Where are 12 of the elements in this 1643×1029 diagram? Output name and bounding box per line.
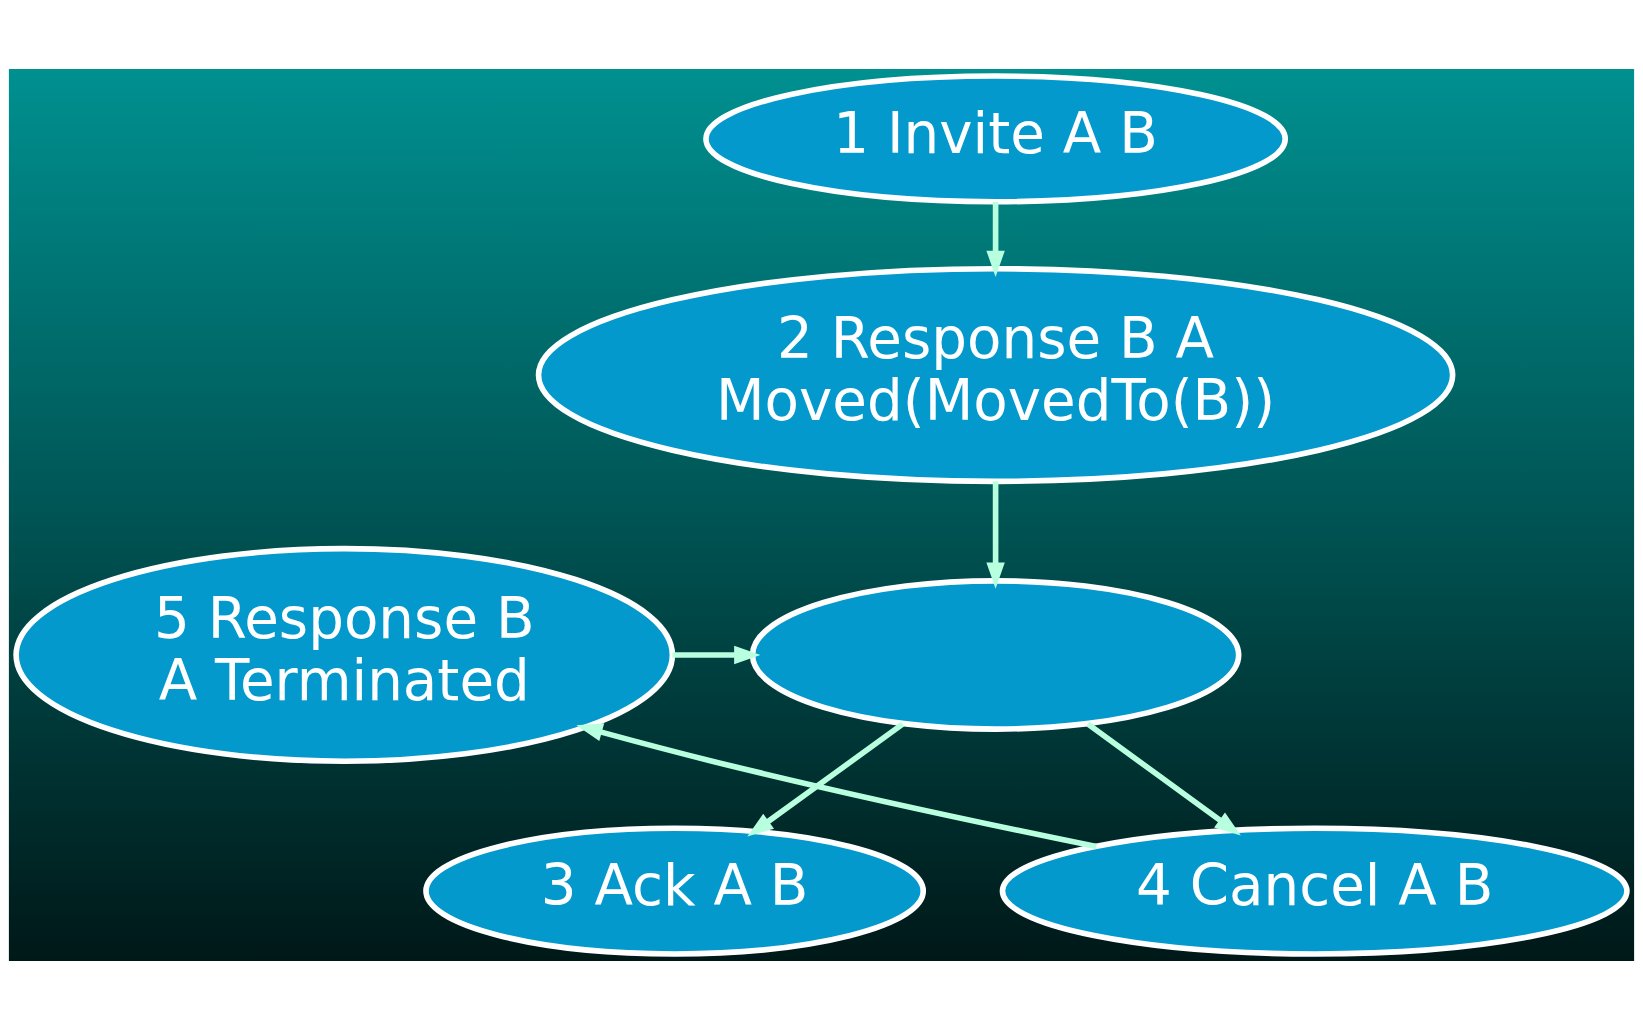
arrow [672,645,761,664]
node-ellipse: 1 Invite A B [703,72,1289,205]
arrow [1086,721,1241,835]
node-ellipse [749,577,1242,732]
arrow [747,721,905,837]
arrow [986,201,1005,277]
node-ellipse: 2 Response B A Moved(MovedTo(B)) [535,265,1456,484]
node-ellipse: 5 Response B A Terminated [13,545,676,764]
arrow [576,722,1097,849]
node-ellipse: 3 Ack A B [423,824,927,957]
node-ellipse: 4 Cancel A B [999,824,1630,957]
arrow [986,480,1005,589]
